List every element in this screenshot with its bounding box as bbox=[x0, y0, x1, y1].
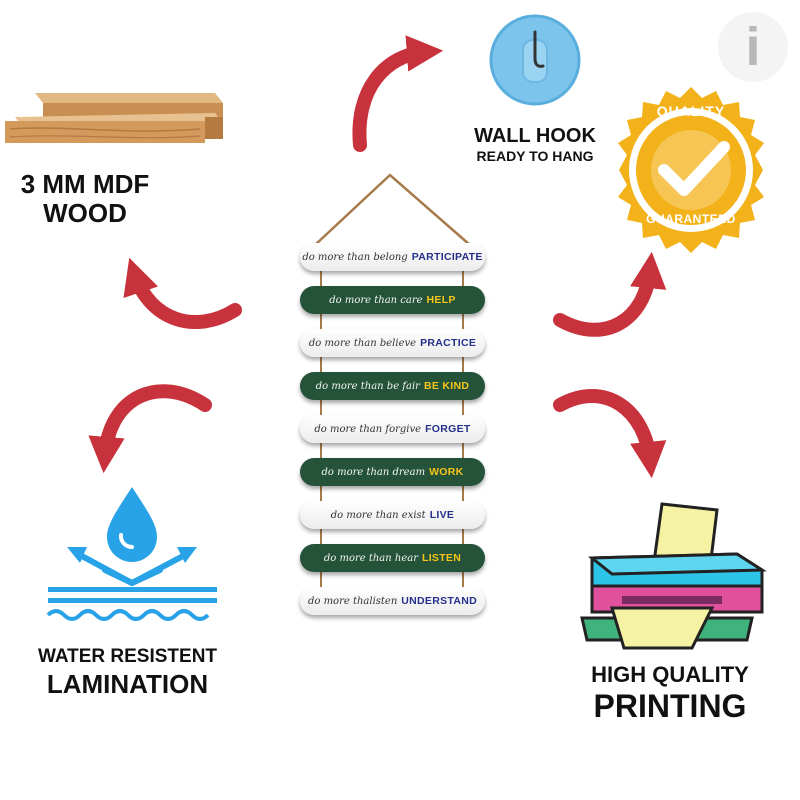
plank-2-script: do more than care bbox=[329, 294, 423, 306]
plank-2-word: HELP bbox=[426, 294, 456, 306]
arrow-to-hook bbox=[352, 35, 444, 152]
arrow-to-quality bbox=[553, 251, 667, 337]
printing-line2: PRINTING bbox=[593, 688, 747, 725]
plank-1-word: PARTICIPATE bbox=[411, 251, 483, 263]
arrow-to-printing bbox=[553, 389, 667, 479]
printer-icon bbox=[580, 502, 767, 650]
plank-7-script: do more than exist bbox=[330, 509, 426, 521]
hanger-string bbox=[314, 173, 471, 246]
plank-1: do more than belong PARTICIPATE bbox=[300, 243, 485, 271]
plank-8-word: LISTEN bbox=[421, 552, 462, 564]
plank-4-script: do more than be fair bbox=[315, 380, 420, 392]
printing-feature-title: HIGH QUALITY PRINTING bbox=[565, 662, 775, 725]
wood-feature-title: 3 MM MDF WOOD bbox=[0, 170, 170, 227]
plank-9-script: do more thalisten bbox=[307, 595, 398, 607]
hook-line2: READY TO HANG bbox=[476, 148, 594, 164]
quality-badge-icon bbox=[618, 87, 764, 253]
quality-top-text: QUALITY bbox=[656, 103, 726, 119]
hook-line1: WALL HOOK bbox=[474, 125, 596, 147]
plank-7: do more than exist LIVE bbox=[300, 501, 485, 529]
plank-8-script: do more than hear bbox=[323, 552, 418, 564]
plank-1-script: do more than belong bbox=[302, 251, 408, 263]
plank-5-word: FORGET bbox=[425, 423, 471, 435]
wood-line1: 3 MM MDF bbox=[20, 169, 150, 199]
lamination-line2: LAMINATION bbox=[46, 668, 209, 699]
wood-planks-icon bbox=[5, 93, 223, 143]
plank-5: do more than forgive FORGET bbox=[300, 415, 485, 443]
printing-line1: HIGH QUALITY bbox=[591, 662, 749, 687]
wood-line2: WOOD bbox=[43, 197, 127, 228]
plank-8: do more than hear LISTEN bbox=[300, 544, 485, 572]
wall-hook-icon bbox=[489, 14, 581, 106]
plank-2: do more than care HELP bbox=[300, 286, 485, 314]
plank-4-word: BE KIND bbox=[423, 380, 470, 392]
arrow-to-lamination bbox=[88, 384, 212, 474]
plank-9: do more thalisten UNDERSTAND bbox=[300, 587, 485, 615]
brand-letter: i bbox=[745, 17, 761, 77]
plank-7-word: LIVE bbox=[429, 509, 455, 521]
hook-feature-title: WALL HOOK READY TO HANG bbox=[455, 125, 615, 164]
plank-6-word: WORK bbox=[429, 466, 464, 478]
plank-5-script: do more than forgive bbox=[314, 423, 422, 435]
quality-bottom-text: GUARANTEED bbox=[646, 212, 736, 226]
plank-3-word: PRACTICE bbox=[420, 337, 477, 349]
lamination-feature-title: WATER RESISTENT LAMINATION bbox=[15, 646, 240, 699]
plank-3-script: do more than believe bbox=[308, 337, 417, 349]
plank-6-script: do more than dream bbox=[321, 466, 426, 478]
plank-4: do more than be fair BE KIND bbox=[300, 372, 485, 400]
brand-logo: i bbox=[718, 12, 788, 82]
plank-9-word: UNDERSTAND bbox=[401, 595, 478, 607]
water-drop-icon bbox=[46, 487, 217, 621]
arrow-to-wood bbox=[123, 257, 242, 330]
plank-6: do more than dream WORK bbox=[300, 458, 485, 486]
lamination-line1: WATER RESISTENT bbox=[37, 646, 218, 667]
plank-3: do more than believe PRACTICE bbox=[300, 329, 485, 357]
